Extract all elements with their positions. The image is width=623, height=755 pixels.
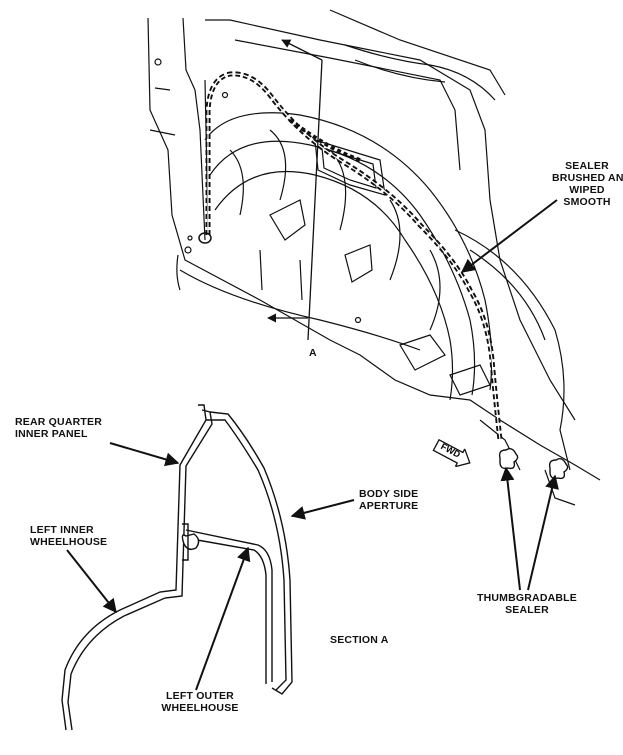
label-body-side-aperture: BODY SIDE APERTURE — [359, 488, 419, 512]
forward-arrow-icon — [432, 438, 471, 468]
label-left-inner-wheelhouse: LEFT INNER WHEELHOUSE — [30, 524, 108, 548]
label-thumbgradable-sealer: THUMBGRADABLE SEALER — [476, 592, 577, 616]
leader-sealer-brushed — [460, 199, 558, 273]
sealer-bead — [198, 71, 503, 441]
forward-direction-indicator: FWD — [431, 436, 476, 472]
leader-lines — [66, 199, 559, 691]
leader-thumb-right — [527, 474, 559, 591]
leader-rear-quarter — [109, 442, 180, 467]
body-panel-illustration — [147, 9, 601, 506]
thumbgradable-blobs — [498, 447, 569, 480]
section-a-profile — [61, 404, 293, 731]
label-rear-quarter-inner-panel: REAR QUARTER INNER PANEL — [15, 416, 102, 440]
label-left-outer-wheelhouse: LEFT OUTER WHEELHOUSE — [161, 690, 239, 714]
leader-left-outer — [195, 546, 251, 691]
label-section-a: SECTION A — [330, 634, 389, 646]
leader-left-inner — [66, 549, 117, 614]
leader-body-side — [290, 499, 355, 520]
leader-thumb-left — [500, 466, 521, 591]
label-sealer-brushed: SEALER BRUSHED AND WIPED SMOOTH — [552, 160, 623, 208]
label-section-marker: A — [309, 347, 317, 359]
section-cut-line — [267, 39, 323, 341]
